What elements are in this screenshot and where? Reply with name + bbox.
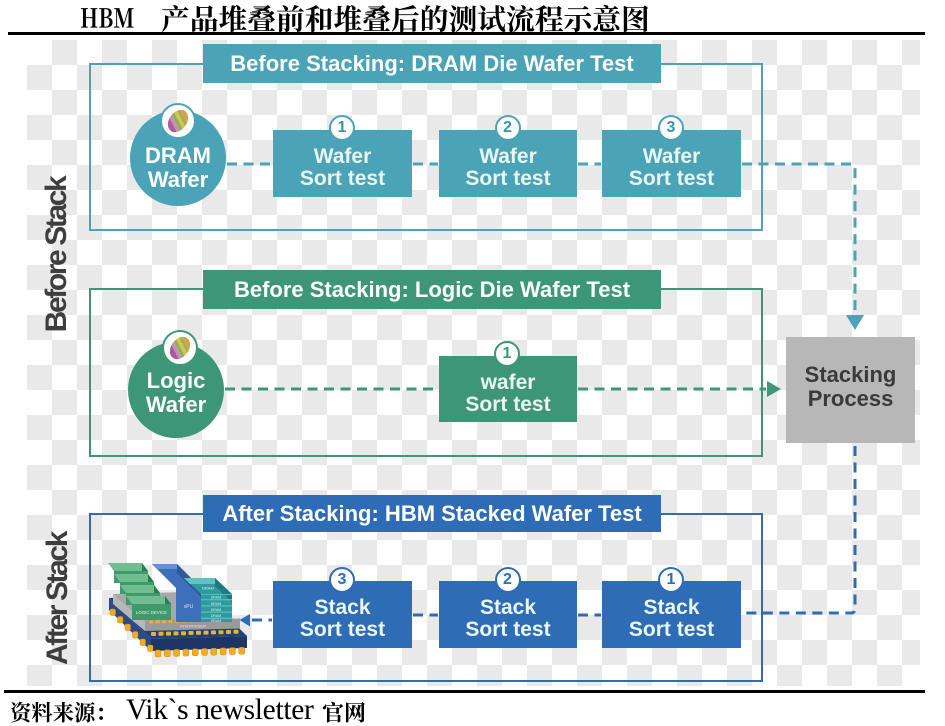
svg-text:DRAM: DRAM [211, 608, 222, 612]
svg-text:DRAM: DRAM [211, 602, 222, 606]
svg-text:DRAM: DRAM [211, 619, 222, 623]
svg-text:xPU: xPU [184, 604, 194, 610]
svg-text:DRAM: DRAM [211, 596, 222, 600]
svg-text:LOGIC DEVICE: LOGIC DEVICE [136, 610, 167, 615]
svg-text:DRAM: DRAM [211, 614, 222, 618]
svg-text:INTERPOSER: INTERPOSER [180, 624, 206, 629]
svg-text:DRAM: DRAM [202, 586, 214, 591]
